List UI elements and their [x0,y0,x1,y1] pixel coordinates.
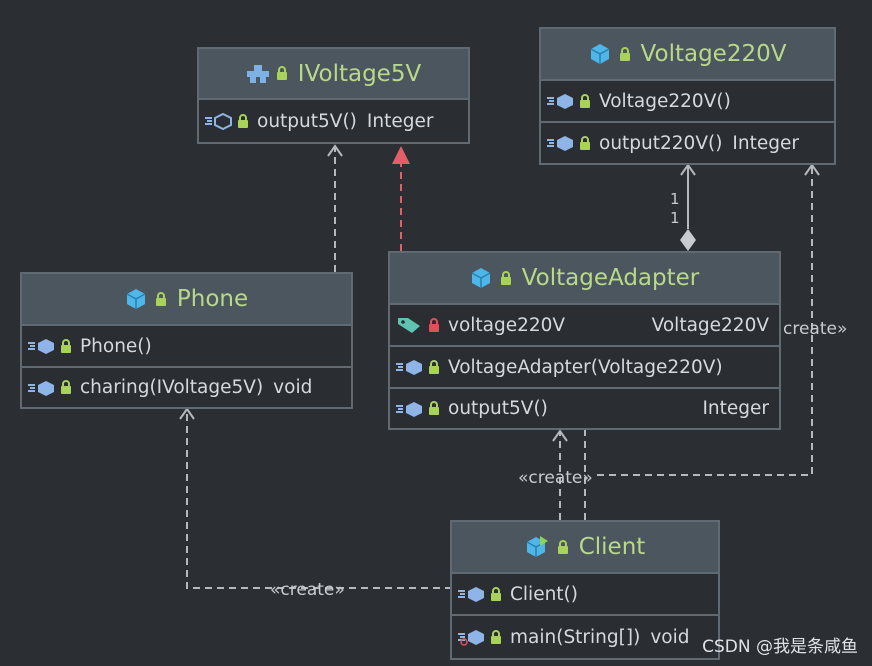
method-name: Voltage220V() [599,90,731,112]
method-icon [547,92,575,110]
interface-icon [246,64,270,84]
method-row[interactable]: Voltage220V() [541,81,834,123]
method-icon [458,585,486,603]
method-name: VoltageAdapter(Voltage220V) [448,356,723,378]
arrowhead-voltage220v [680,163,696,176]
method-icon [28,337,56,355]
method-icon [28,379,56,397]
label-create-voltage220v: create» [783,319,848,339]
class-header: VoltageAdapter [390,253,779,305]
method-type: Integer [702,398,769,419]
lock-icon [557,539,569,555]
lock-icon [490,586,502,602]
class-ivoltage5v[interactable]: IVoltage5V output5V() Integer [197,47,470,144]
method-type: Integer [366,110,434,132]
method-name: Client() [510,583,578,605]
multiplicity-top: 1 [670,190,680,208]
lock-icon [490,629,502,645]
method-row[interactable]: charing(IVoltage5V) void [22,368,351,407]
method-icon [396,400,424,418]
edge-client-phone-create [186,410,452,589]
class-header: Voltage220V [541,29,834,81]
field-name: voltage220V [448,314,566,336]
label-create-adapter: «create» [518,468,593,488]
watermark: CSDN @我是条咸鱼 [702,637,858,657]
lock-icon [428,401,440,416]
class-header: IVoltage5V [199,49,468,100]
method-name: main(String[]) [510,626,641,648]
class-title: VoltageAdapter [521,265,700,291]
abstract-method-icon [205,112,233,130]
arrowhead-phone-ivoltage5v [327,144,343,157]
method-row[interactable]: output220V() Integer [541,123,834,163]
edge-client-voltage220v-create [597,166,813,476]
class-icon [470,267,492,289]
method-row[interactable]: output5V() Integer [390,389,779,428]
method-name: output5V() [257,110,357,132]
class-phone[interactable]: Phone Phone() charing(IVoltage5V) void [20,272,353,409]
lock-icon [276,66,288,81]
lock-icon [428,359,440,375]
method-icon [547,134,575,152]
method-type: Integer [732,132,799,154]
aggregation-diamond [680,229,696,251]
method-name: charing(IVoltage5V) [80,377,264,398]
lock-icon [579,135,591,151]
class-icon [589,43,611,65]
multiplicity-bottom: 1 [670,209,680,227]
arrowhead-client-voltage220v [804,163,820,176]
arrowhead-client-adapter [552,429,568,442]
method-row[interactable]: VoltageAdapter(Voltage220V) [390,347,779,389]
lock-icon [155,291,167,307]
method-row[interactable]: Phone() [22,326,351,368]
field-type: Voltage220V [651,314,769,336]
arrowhead-client-phone [179,407,195,420]
class-client[interactable]: Client Client() main(String[]) void [450,520,720,660]
label-create-phone: «create» [270,580,345,600]
class-voltageadapter[interactable]: VoltageAdapter voltage220V Voltage220V V… [388,251,781,430]
field-row[interactable]: voltage220V Voltage220V [390,305,779,347]
class-header: Client [452,522,718,574]
class-title: Voltage220V [640,41,787,67]
arrowhead-adapter-ivoltage5v [392,146,410,164]
lock-icon [60,338,72,354]
lock-icon [237,113,249,129]
runnable-class-icon [525,536,549,558]
lock-icon [579,93,591,109]
method-name: output5V() [448,398,548,419]
method-row[interactable]: Client() [452,574,718,616]
static-method-icon [458,628,486,646]
lock-icon [619,46,631,62]
class-icon [125,288,147,310]
method-type: void [273,377,313,398]
class-header: Phone [22,274,351,326]
method-row[interactable]: main(String[]) void [452,616,718,658]
method-name: Phone() [80,335,152,357]
private-lock-icon [428,317,440,333]
class-voltage220v[interactable]: Voltage220V Voltage220V() output220V() I… [539,27,836,165]
lock-icon [60,380,72,395]
class-title: IVoltage5V [297,60,422,87]
method-type: void [650,626,690,648]
method-row[interactable]: output5V() Integer [199,100,468,142]
class-title: Phone [176,286,249,312]
field-tag-icon [396,316,424,334]
method-name: output220V() [599,132,723,154]
class-title: Client [578,534,646,560]
lock-icon [500,270,512,286]
method-icon [396,358,424,376]
